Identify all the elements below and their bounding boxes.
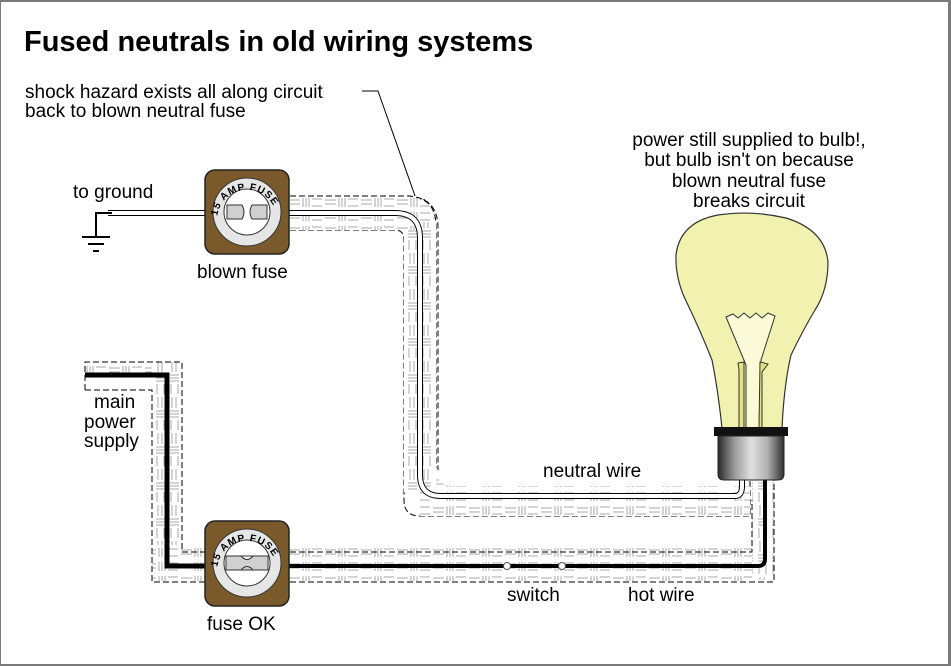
switch-contact-icon[interactable]: [558, 562, 566, 570]
main-power-label-line1: main: [94, 392, 135, 413]
to-ground-label: to ground: [73, 182, 153, 203]
bulb-note-line4: breaks circuit: [693, 191, 806, 212]
shock-hazard-note-line1: shock hazard exists all along circuit: [25, 82, 324, 103]
switch-label: switch: [507, 585, 560, 606]
ok-fuse[interactable]: 15 AMP FUSE: [204, 520, 290, 607]
hot-wire-label: hot wire: [628, 585, 695, 606]
bulb-note-line2: but bulb isn't on because: [644, 150, 854, 171]
bulb-note-line1: power still supplied to bulb!,: [632, 130, 865, 151]
main-supply-wire: [85, 372, 210, 569]
fuse-ok-label: fuse OK: [207, 614, 276, 635]
bulb-base: [714, 427, 788, 481]
hot-wire: [562, 476, 767, 568]
main-power-label-line2: power: [84, 412, 136, 433]
blown-fuse[interactable]: 15 AMP FUSE: [204, 169, 290, 255]
main-power-label-line3: supply: [84, 431, 139, 452]
light-bulb: [675, 212, 829, 429]
shock-hazard-note-line2: back to blown neutral fuse: [25, 101, 246, 122]
bulb-note-line3: blown neutral fuse: [672, 171, 826, 192]
switch-contact-icon[interactable]: [503, 562, 511, 570]
ground-icon: [82, 212, 112, 252]
diagram-title: Fused neutrals in old wiring systems: [24, 26, 533, 58]
shock-hazard-leader-line: [362, 90, 421, 211]
neutral-wire-label: neutral wire: [543, 461, 641, 482]
blown-fuse-label: blown fuse: [197, 262, 288, 283]
